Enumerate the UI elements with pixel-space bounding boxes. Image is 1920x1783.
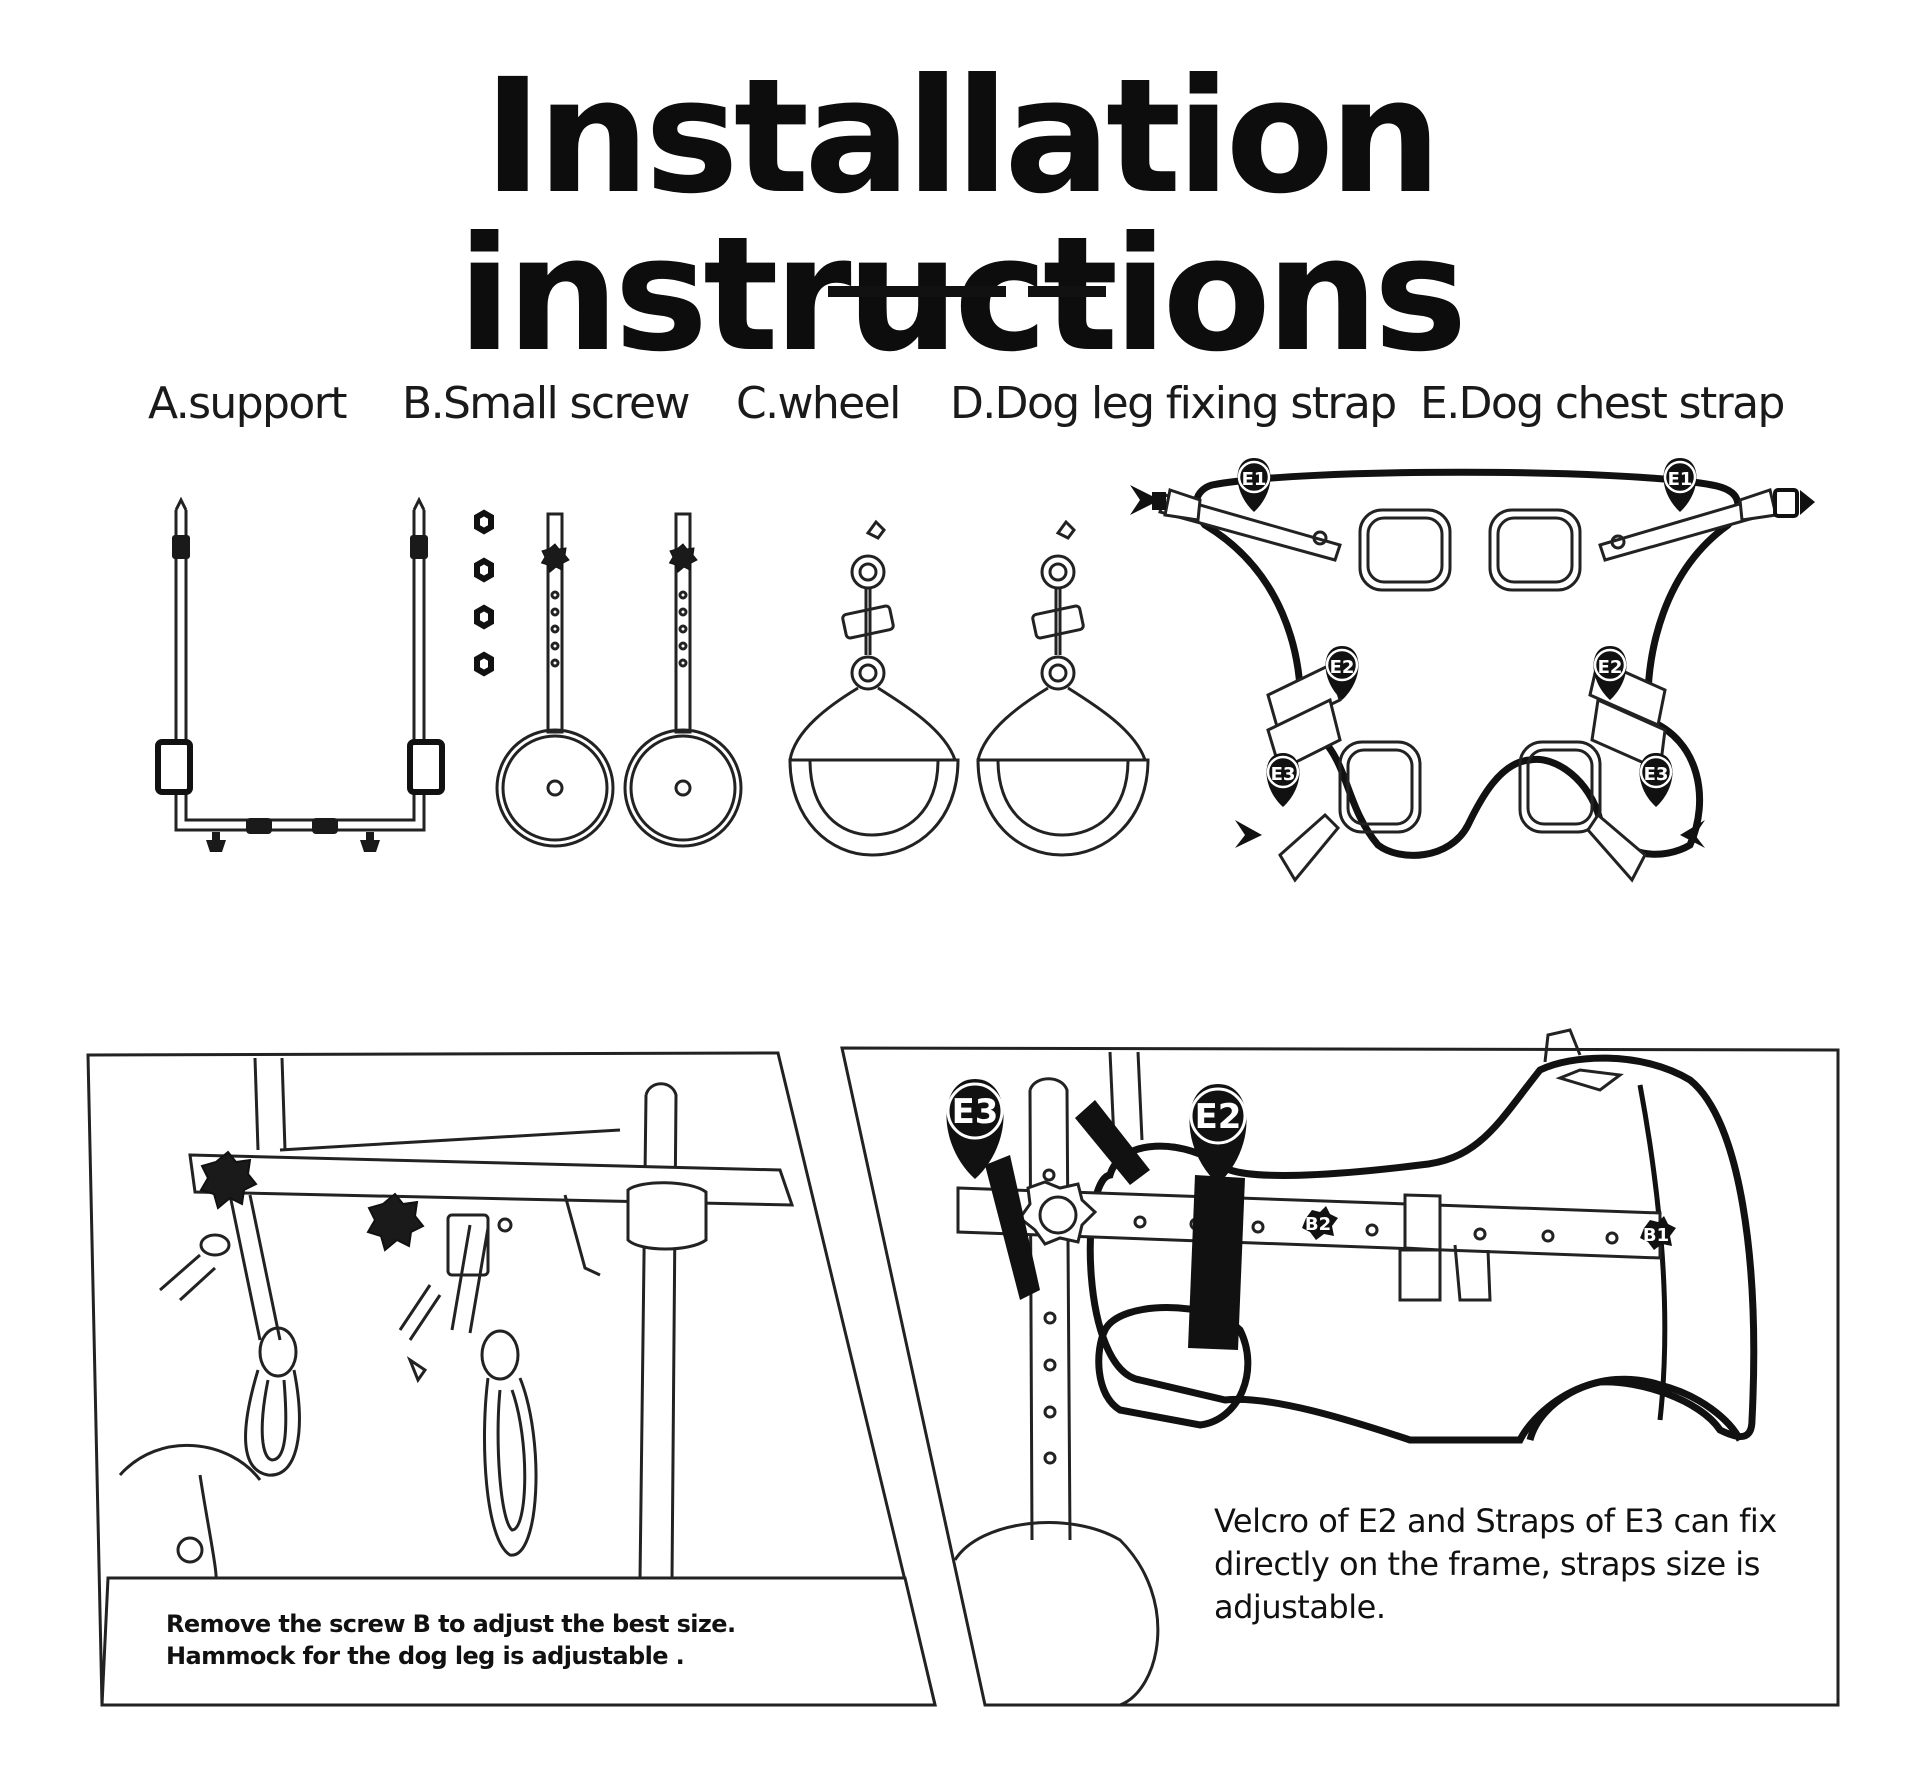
right-caption-line-1: Velcro of E2 and Straps of E3 can fix	[1214, 1502, 1777, 1540]
leg-strap-left	[788, 519, 960, 857]
left-caption-line-2: Hammock for the dog leg is adjustable .	[166, 1642, 685, 1670]
part-label-wheel: C.wheel	[736, 378, 901, 429]
svg-text:E1: E1	[1668, 469, 1693, 490]
marker-e2-left: E2	[1324, 644, 1360, 702]
svg-text:E3: E3	[952, 1092, 999, 1132]
svg-text:E2: E2	[1598, 657, 1623, 678]
support-clamps	[155, 535, 445, 852]
svg-text:E3: E3	[1271, 764, 1296, 785]
leg-strap-right	[976, 519, 1150, 857]
wheel-left	[495, 512, 615, 848]
part-label-small-screw: B.Small screw	[402, 378, 690, 429]
marker-e3-left: E3	[1265, 751, 1301, 809]
screw-nuts	[474, 509, 494, 677]
velcro-strap	[985, 1100, 1245, 1350]
right-caption-line-2: directly on the frame, straps size is	[1214, 1545, 1760, 1583]
support-frame	[174, 496, 426, 832]
part-label-chest-strap: E.Dog chest strap	[1420, 378, 1785, 429]
marker-b2: B2	[1302, 1206, 1338, 1240]
left-caption-line-1: Remove the screw B to adjust the best si…	[166, 1610, 736, 1638]
marker-e2-large: E2	[1188, 1082, 1248, 1186]
marker-b1: B1	[1640, 1216, 1676, 1250]
marker-e3-right: E3	[1638, 751, 1674, 809]
svg-text:E1: E1	[1242, 469, 1267, 490]
part-label-support: A.support	[148, 378, 347, 429]
part-label-leg-strap: D.Dog leg fixing strap	[950, 378, 1397, 429]
chest-strap: E1 E1 E2 E2 E3 E3	[1130, 456, 1815, 883]
marker-e2-right: E2	[1592, 644, 1628, 702]
svg-text:E2: E2	[1330, 657, 1355, 678]
right-instruction-panel	[840, 1028, 1840, 1707]
title-divider-short	[1028, 286, 1106, 297]
marker-e1-right: E1	[1662, 456, 1698, 514]
marker-e1-left: E1	[1236, 456, 1272, 514]
parts-label-row: A.support B.Small screw C.wheel D.Dog le…	[0, 378, 1920, 438]
svg-text:B2: B2	[1305, 1214, 1331, 1235]
svg-text:E3: E3	[1644, 764, 1669, 785]
left-instruction-panel	[86, 1051, 937, 1707]
svg-text:B1: B1	[1643, 1225, 1669, 1246]
left-caption: Remove the screw B to adjust the best si…	[166, 1608, 926, 1672]
svg-text:E2: E2	[1195, 1097, 1242, 1137]
wheel-right	[623, 512, 743, 848]
right-caption-line-3: adjustable.	[1214, 1588, 1386, 1626]
title-divider-long	[828, 286, 1006, 297]
right-caption: Velcro of E2 and Straps of E3 can fix di…	[1214, 1500, 1814, 1629]
marker-e3-large: E3	[945, 1077, 1005, 1181]
